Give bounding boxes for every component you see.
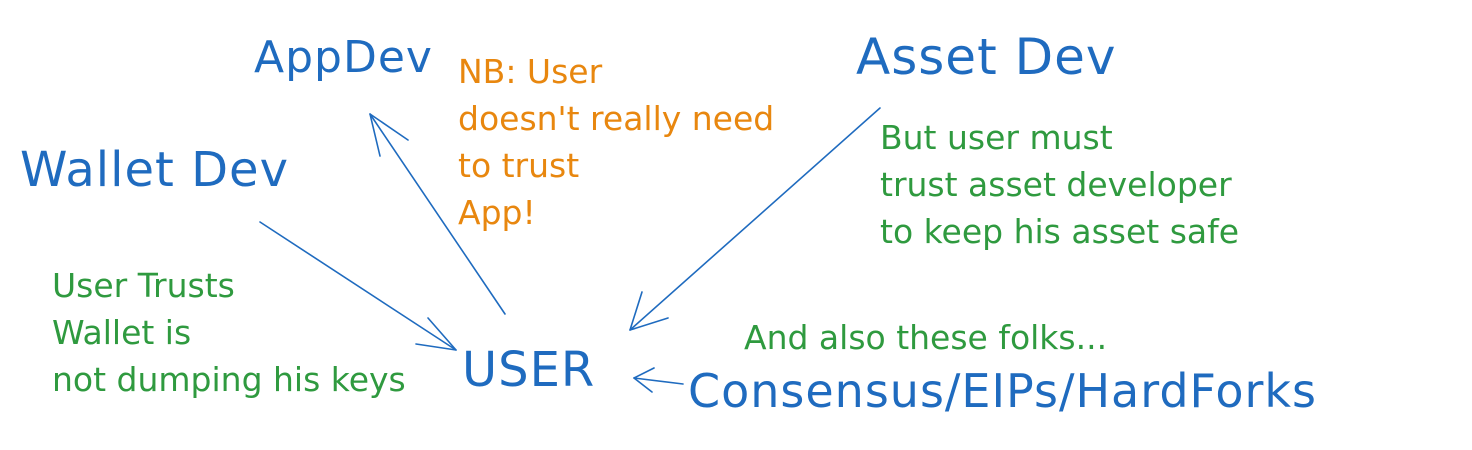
wallet-note-line: not dumping his keys <box>52 360 406 399</box>
wallet-note: User Trusts Wallet is not dumping his ke… <box>52 262 406 403</box>
user-node: USER <box>462 342 596 398</box>
appdev-node: AppDev <box>254 32 433 83</box>
appdev-note: NB: User doesn't really need to trust Ap… <box>458 48 774 236</box>
arrow-assetdev-to-user <box>629 107 881 331</box>
wallet-note-line: Wallet is <box>52 313 192 352</box>
appdev-note-line: App! <box>458 193 536 232</box>
appdev-note-line: NB: User <box>458 52 603 91</box>
consensus-note: And also these folks... <box>744 318 1108 357</box>
assetdev-node: Asset Dev <box>856 28 1117 86</box>
assetdev-note-line: trust asset developer <box>880 165 1232 204</box>
arrow-user-to-appdev <box>369 113 506 315</box>
assetdev-note: But user must trust asset developer to k… <box>880 114 1239 255</box>
appdev-note-line: doesn't really need <box>458 99 775 138</box>
assetdev-note-line: But user must <box>880 118 1113 157</box>
assetdev-note-line: to keep his asset safe <box>880 212 1240 251</box>
arrow-consensus-to-user <box>633 367 684 393</box>
appdev-note-line: to trust <box>458 146 580 185</box>
wallet-note-line: User Trusts <box>52 266 235 305</box>
consensus-node: Consensus/EIPs/HardForks <box>688 364 1318 418</box>
arrow-wallet-to-user <box>259 221 457 351</box>
walletdev-node: Wallet Dev <box>20 142 289 198</box>
